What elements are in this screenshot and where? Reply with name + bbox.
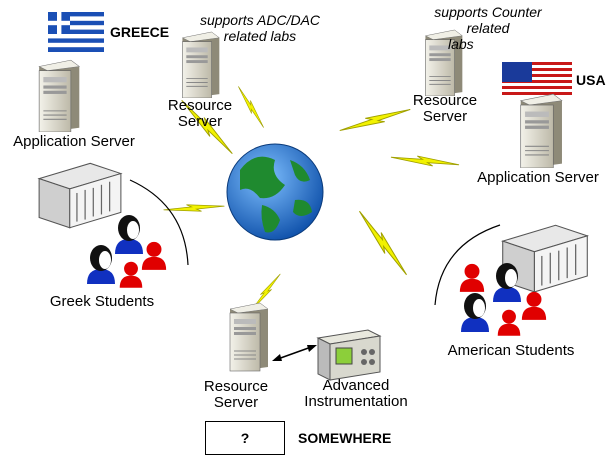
greece-application-server-label: Application Server	[13, 133, 135, 150]
somewhere-label: SOMEWHERE	[298, 430, 392, 446]
flag-usa-icon	[502, 62, 572, 98]
remote-resource-server-label: Resource Server	[203, 378, 269, 411]
student-icon	[461, 293, 489, 332]
greek-campus-building-icon	[38, 162, 122, 229]
globe-icon	[226, 143, 324, 241]
remote-resource-server-icon	[229, 302, 269, 372]
usa-resource-note: supports Counter related labs	[434, 4, 542, 52]
student-icon	[521, 291, 547, 320]
greece-resource-note: supports ADC/DAC related labs	[199, 12, 321, 44]
student-icon	[115, 215, 143, 254]
server-instrument-link-arrow	[272, 345, 317, 361]
greek-campus-arc	[129, 179, 189, 266]
american-campus-arc	[434, 224, 501, 306]
greek-students-group	[87, 215, 167, 288]
greece-country-label: GREECE	[110, 24, 170, 40]
student-icon	[87, 245, 115, 284]
greece-application-server-icon	[38, 59, 80, 132]
student-icon	[497, 309, 521, 336]
student-icon	[459, 263, 485, 292]
unknown-location-box: ?	[205, 421, 285, 455]
lightning-icon	[344, 210, 422, 276]
lightning-icon	[163, 187, 225, 229]
greece-resource-server-label: Resource Server	[167, 97, 233, 130]
usa-resource-server-label: Resource Server	[412, 92, 478, 125]
student-icon	[141, 241, 167, 270]
usa-application-server-icon	[520, 93, 563, 168]
lightning-icon	[339, 89, 411, 151]
usa-application-server-label: Application Server	[477, 169, 599, 186]
flag-greece-icon	[48, 12, 104, 52]
lightning-icon	[390, 143, 460, 179]
advanced-instrumentation-label: Advanced Instrumentation	[304, 377, 408, 410]
usa-country-label: USA	[576, 72, 606, 88]
instrument-icon	[316, 329, 382, 381]
greek-students-label: Greek Students	[49, 293, 155, 310]
american-students-label: American Students	[447, 342, 575, 359]
student-icon	[119, 261, 143, 288]
